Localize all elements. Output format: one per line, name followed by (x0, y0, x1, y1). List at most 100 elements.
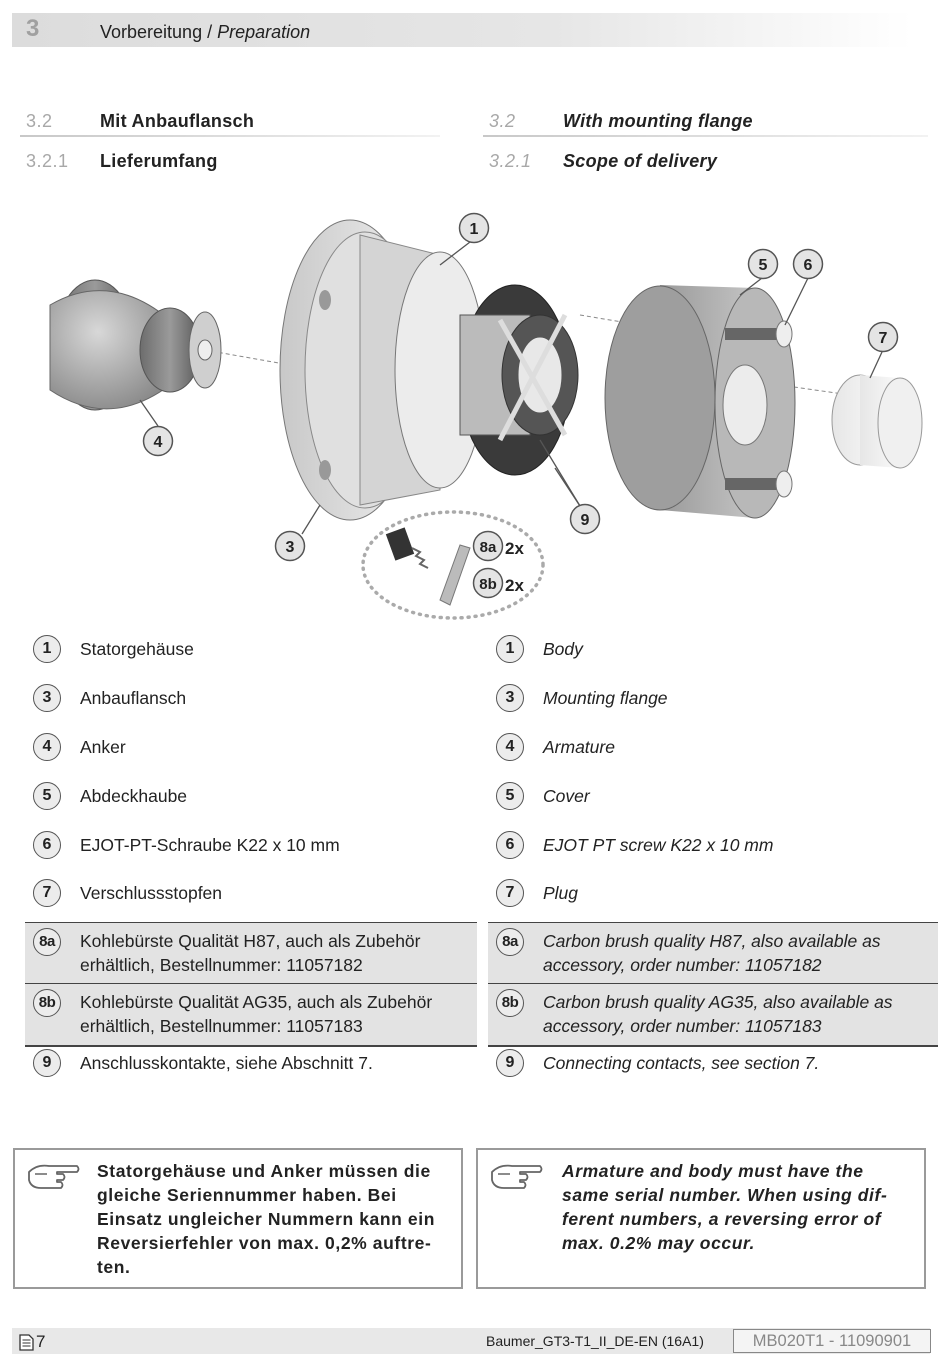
note-en-line: max. 0.2% may occur. (562, 1233, 755, 1253)
callout-8a: 8a 2x (472, 530, 524, 562)
section-number-en: 3.2 (489, 111, 516, 131)
table-divider (488, 983, 938, 985)
legend-de-number: 8a (33, 928, 61, 956)
legend-en-text: Connecting contacts, see section 7. (543, 1053, 820, 1073)
mounting-flange-drawing (279, 219, 486, 521)
pointing-hand-icon (491, 1164, 543, 1189)
legend-en-number: 4 (496, 733, 524, 761)
legend-de-number: 4 (33, 733, 61, 761)
stator-body-drawing (459, 284, 579, 476)
legend-en-text: Plug (543, 883, 579, 903)
note-de-line: Einsatz ungleicher Nummern kann ein (97, 1209, 436, 1229)
legend-de-row: 7 Verschlussstopfen (25, 878, 477, 908)
callout-8b-label: 8b (479, 576, 497, 593)
legend-en-row-shaded: 8a Carbon brush quality H87, also availa… (488, 923, 938, 983)
callout-6: 6 (792, 248, 824, 280)
quantity-8b: 2x (505, 576, 524, 595)
chapter-title-en: Preparation (217, 22, 311, 42)
table-divider (25, 983, 477, 985)
legend-de-row-shaded: 8a Kohlebürste Qualität H87, auch als Zu… (25, 923, 477, 983)
legend-de-number: 3 (33, 684, 61, 712)
legend-en-text: Body (543, 639, 583, 659)
legend-de-text: Kohlebürste Qualität AG35, auch als Zube… (80, 990, 432, 1038)
note-en-line: Armature and body must have the (562, 1161, 864, 1181)
section-number-de: 3.2 (26, 111, 53, 131)
document-icon (19, 1334, 34, 1351)
callout-3: 3 (274, 530, 306, 562)
legend-de-line1: Kohlebürste Qualität AG35, auch als Zube… (80, 992, 433, 1012)
note-en-line: same serial number. When using dif- (562, 1185, 888, 1205)
callout-1: 1 (458, 212, 490, 244)
legend-de-number: 5 (33, 782, 61, 810)
document-name: Baumer_GT3-T1_II_DE-EN (16A1) (486, 1333, 704, 1349)
callout-8b: 8b 2x (472, 567, 524, 599)
legend-en-row: 9 Connecting contacts, see section 7. (488, 1048, 940, 1078)
legend-de-number: 1 (33, 635, 61, 663)
legend-en-row: 3 Mounting flange (488, 683, 940, 713)
callout-7: 7 (867, 321, 899, 353)
legend-en-number: 5 (496, 782, 524, 810)
legend-de-number: 8b (33, 989, 61, 1017)
legend-en-row: 5 Cover (488, 781, 940, 811)
page-number: 7 (36, 1332, 46, 1351)
plug-drawing (831, 374, 923, 469)
exploded-view-figure: 1 3 4 5 6 7 8a 2x 8b 2x 9 (49, 212, 923, 620)
legend-de-line2: erhältlich, Bestellnummer: 11057182 (80, 955, 363, 975)
callout-6-label: 6 (804, 257, 813, 274)
legend-en-text: Cover (543, 786, 590, 806)
legend-de-text: Anbauflansch (80, 688, 187, 708)
note-de-line: gleiche Seriennummer haben. Bei (97, 1185, 397, 1205)
callout-5: 5 (747, 248, 779, 280)
legend-de-row-shaded: 8b Kohlebürste Qualität AG35, auch als Z… (25, 984, 477, 1045)
chapter-title-separator: / (202, 22, 218, 42)
legend-de-number: 9 (33, 1049, 61, 1077)
legend-de-number: 6 (33, 831, 61, 859)
callout-3-label: 3 (286, 539, 295, 556)
note-box-de: Statorgehäuse und Anker müssen die gleic… (13, 1148, 463, 1289)
legend-en-number: 8b (496, 989, 524, 1017)
legend-en-number: 3 (496, 684, 524, 712)
legend-en-number: 1 (496, 635, 524, 663)
legend-en-number: 8a (496, 928, 524, 956)
document-code: MB020T1 - 11090901 (733, 1329, 931, 1353)
legend-de-text: Abdeckhaube (80, 786, 188, 806)
legend-de-row: 6 EJOT-PT-Schraube K22 x 10 mm (25, 830, 477, 860)
subsection-number-de: 3.2.1 (26, 151, 69, 171)
page-header-bar (12, 13, 912, 47)
note-box-en: Armature and body must have the same ser… (476, 1148, 926, 1289)
legend-en-row: 6 EJOT PT screw K22 x 10 mm (488, 830, 940, 860)
table-divider (25, 922, 477, 924)
subsection-title-en: Scope of delivery (563, 151, 718, 171)
note-text-de: Statorgehäuse und Anker müssen die gleic… (97, 1159, 447, 1279)
legend-de-text: Kohlebürste Qualität H87, auch als Zubeh… (80, 929, 420, 977)
legend-de-line1: Kohlebürste Qualität H87, auch als Zubeh… (80, 931, 421, 951)
legend-en-line1: Carbon brush quality H87, also available… (543, 931, 881, 951)
note-de-line: Reversierfehler von max. 0,2% auftre- (97, 1233, 432, 1253)
legend-de-text: Verschlussstopfen (80, 883, 223, 903)
pointing-hand-icon (28, 1164, 80, 1189)
callout-4: 4 (142, 425, 174, 457)
legend-de-row: 4 Anker (25, 732, 477, 762)
callout-7-label: 7 (879, 330, 888, 347)
legend-en-row: 7 Plug (488, 878, 940, 908)
legend-de-row: 3 Anbauflansch (25, 683, 477, 713)
subsection-number-en: 3.2.1 (489, 151, 532, 171)
legend-en-text: Carbon brush quality AG35, also availabl… (543, 990, 893, 1038)
legend-en-text: EJOT PT screw K22 x 10 mm (543, 835, 774, 855)
leader-lines (139, 241, 883, 535)
screws-drawing (725, 320, 793, 498)
callout-5-label: 5 (759, 257, 768, 274)
chapter-number: 3 (26, 15, 40, 42)
callout-4-label: 4 (154, 434, 163, 451)
legend-en-text: Mounting flange (543, 688, 668, 708)
section-title-de: Mit Anbauflansch (100, 111, 255, 131)
note-text-en: Armature and body must have the same ser… (562, 1159, 904, 1255)
brush-group-outline (361, 510, 545, 620)
chapter-title-de: Vorbereitung (100, 22, 203, 42)
quantity-8a: 2x (505, 539, 524, 558)
legend-en-row-shaded: 8b Carbon brush quality AG35, also avail… (488, 984, 938, 1045)
legend-de-text: Anschlusskontakte, siehe Abschnitt 7. (80, 1053, 373, 1073)
legend-de-text: Statorgehäuse (80, 639, 194, 659)
note-de-line: Statorgehäuse und Anker müssen die (97, 1161, 431, 1181)
legend-de-text: Anker (80, 737, 126, 757)
